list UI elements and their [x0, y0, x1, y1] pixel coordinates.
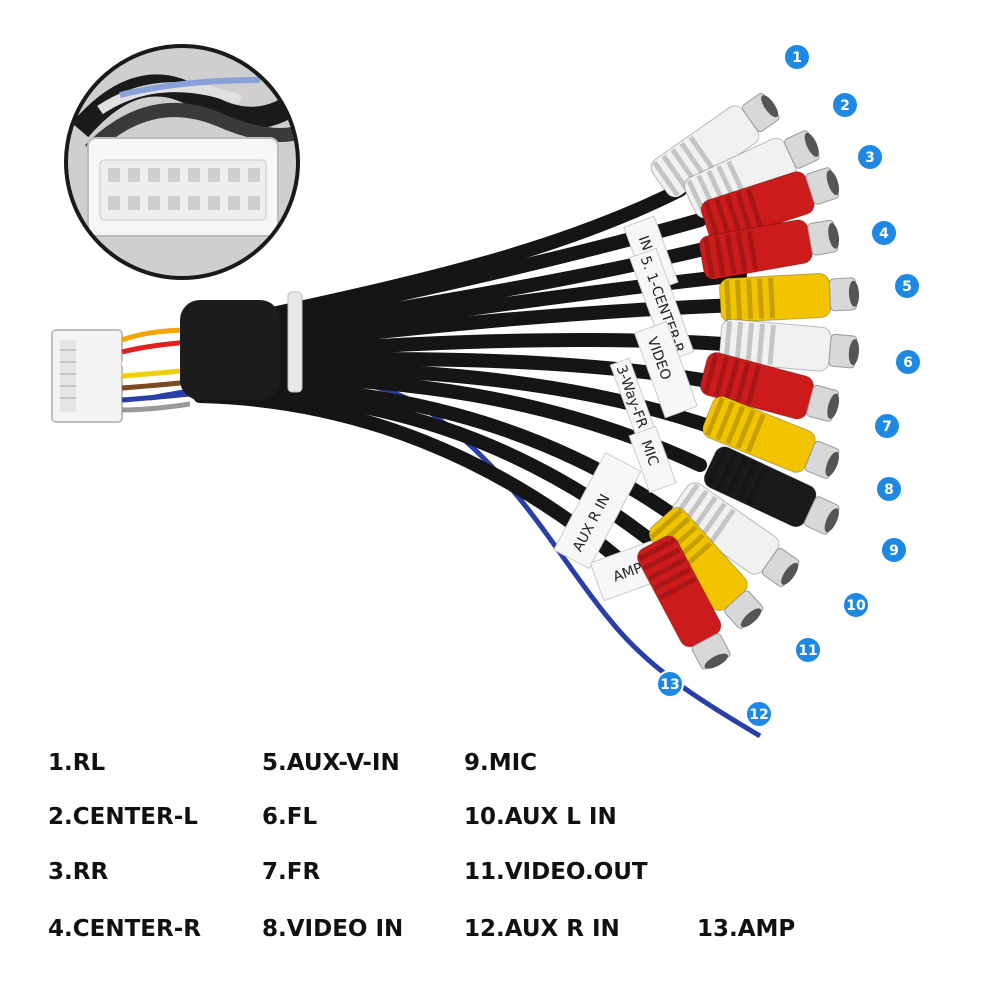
rca-plug-1 [650, 93, 780, 198]
number-badge-label: 5 [902, 279, 912, 295]
number-badge-8: 8 [875, 475, 903, 503]
legend-item-5: 6.FL [262, 804, 318, 830]
number-badge-7: 7 [873, 412, 901, 440]
number-badge-label: 2 [840, 98, 850, 114]
legend-item-13: 13.AMP [697, 916, 796, 942]
number-badge-13: 13 [656, 670, 684, 698]
number-badge-label: 13 [660, 677, 679, 693]
number-badge-label: 3 [865, 150, 875, 166]
number-badge-9: 9 [880, 536, 908, 564]
rca-plug-8 [702, 395, 840, 479]
number-badge-label: 11 [798, 643, 817, 659]
number-badge-label: 8 [884, 482, 894, 498]
number-badge-label: 4 [879, 226, 889, 242]
harness-plug [51, 329, 123, 423]
rca-plug-5 [719, 273, 860, 323]
legend-item-2: 5.AUX-V-IN [262, 750, 400, 776]
number-badge-label: 1 [792, 50, 802, 66]
legend-item-8: 7.FR [262, 859, 321, 885]
legend-item-12: 12.AUX R IN [464, 916, 620, 942]
cable-tie [287, 291, 303, 393]
rca-plug-11 [648, 507, 764, 629]
number-badge-label: 10 [846, 598, 866, 614]
number-badge-4: 4 [870, 219, 898, 247]
rca-plug-7 [699, 352, 840, 422]
sleeve-in: IN [635, 234, 655, 253]
number-badge-3: 3 [856, 143, 884, 171]
number-badge-1: 1 [783, 43, 811, 71]
product-photo: IN 5. 1-CENTER-R VIDEO 3-Way-FR BASS MIC… [51, 43, 922, 739]
legend-item-1: 1.RL [48, 750, 106, 776]
number-badge-label: 7 [882, 419, 892, 435]
legend-item-11: 8.VIDEO IN [262, 916, 404, 942]
legend-item-6: 10.AUX L IN [464, 804, 617, 830]
legend-item-9: 11.VIDEO.OUT [464, 859, 648, 885]
rca-plug-6 [718, 318, 860, 372]
legend-item-3: 9.MIC [464, 750, 538, 776]
number-badge-10: 10 [842, 591, 870, 619]
number-badge-label: 9 [889, 543, 899, 559]
rca-plug-9 [703, 446, 840, 535]
rca-plug-4 [698, 219, 840, 280]
legend-item-7: 3.RR [48, 859, 109, 885]
number-badge-12: 12 [745, 700, 773, 728]
rca-plug-3 [700, 167, 840, 243]
number-badge-11: 11 [794, 636, 822, 664]
rca-plugs [636, 93, 860, 670]
number-badge-label: 12 [749, 707, 768, 723]
pinout-legend: 1.RL 5.AUX-V-IN 9.MIC 2.CENTER-L 6.FL 10.AUX … [0, 740, 1000, 1000]
number-badge-2: 2 [831, 91, 859, 119]
cable-sheath [180, 300, 280, 400]
legend-item-10: 4.CENTER-R [48, 916, 201, 942]
number-badge-6: 6 [894, 348, 922, 376]
number-badge-label: 6 [903, 355, 913, 371]
legend-item-4: 2.CENTER-L [48, 804, 198, 830]
number-badge-5: 5 [893, 272, 921, 300]
rca-plug-12 [636, 535, 731, 670]
connector-closeup-inset [64, 44, 300, 280]
